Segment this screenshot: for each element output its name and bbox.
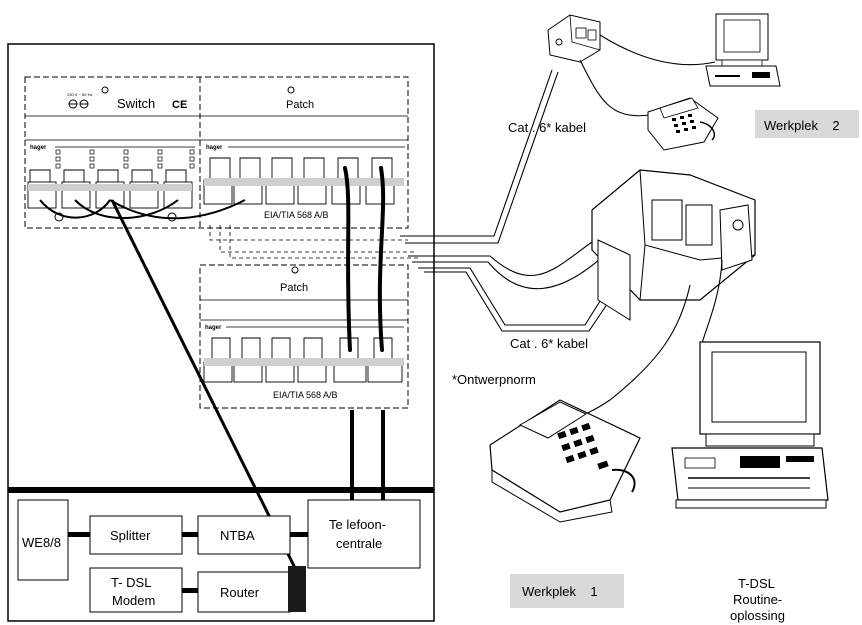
- ontwerpnorm-label: *Ontwerpnorm: [452, 372, 536, 387]
- top-panel: 230 V ~ 50 Hz Switch CE Patch hager hage…: [24, 76, 409, 229]
- ce-mark: CE: [172, 99, 187, 111]
- phone-werkplek-2: [647, 97, 719, 151]
- ntba-label: NTBA: [220, 528, 255, 543]
- tdsl-label-2: Routine-: [733, 592, 782, 607]
- telefooncentrale-box: [307, 499, 421, 569]
- wall-socket-small: [547, 14, 601, 63]
- tdsl-modem-label-2: Modem: [112, 593, 155, 608]
- tdsl-modem-label-1: T- DSL: [111, 575, 151, 590]
- werkplek-2-label: Werkplek 2: [764, 118, 840, 133]
- tdsl-label-3: oplossing: [730, 608, 785, 623]
- patch-bottom-label: Patch: [280, 282, 308, 294]
- splitter-label: Splitter: [110, 528, 151, 543]
- brand-label: hager: [30, 145, 47, 151]
- router-port: [288, 566, 306, 612]
- computer-werkplek-1: [671, 341, 829, 509]
- werkplek-1-label: Werkplek 1: [522, 584, 598, 599]
- brand-label: hager: [206, 145, 223, 151]
- we88-label: WE8/8: [22, 535, 61, 550]
- telefooncentrale-label-1: Te lefoon-: [329, 517, 386, 532]
- cat6-bottom-label: Cat . 6* kabel: [510, 336, 588, 351]
- phone-werkplek-1: [489, 399, 641, 523]
- equipment-area: WE8/8 Splitter NTBA Te lefoon- centrale …: [17, 499, 421, 613]
- werkplek-1-badge: [510, 574, 624, 608]
- brand-label: hager: [205, 325, 222, 331]
- wall-socket-large: [591, 169, 756, 321]
- splitter-box: [89, 515, 183, 555]
- cat6-top-label: Cat . 6* kabel: [508, 120, 586, 135]
- patch-top-label: Patch: [286, 99, 314, 111]
- computer-werkplek-2: [705, 13, 781, 87]
- switch-modules: [27, 169, 193, 209]
- telefooncentrale-label-2: centrale: [336, 536, 382, 551]
- patch-modules-bottom: [203, 337, 404, 383]
- router-box: [197, 571, 291, 613]
- standard-bottom-label: EIA/TIA 568 A/B: [273, 390, 338, 400]
- werkplek-2-badge: [755, 110, 859, 138]
- outgoing-cables: [400, 69, 619, 332]
- router-label: Router: [220, 585, 260, 600]
- bottom-panel: Patch hager EIA/TIA 568 A/B: [199, 264, 409, 409]
- tdsl-label-1: T-DSL: [738, 576, 775, 591]
- switch-label: Switch: [117, 96, 155, 111]
- standard-top-label: EIA/TIA 568 A/B: [264, 210, 329, 220]
- voltage-label: 230 V ~ 50 Hz: [67, 92, 92, 97]
- we88-box: [17, 499, 69, 581]
- tdsl-modem-box: [89, 567, 183, 613]
